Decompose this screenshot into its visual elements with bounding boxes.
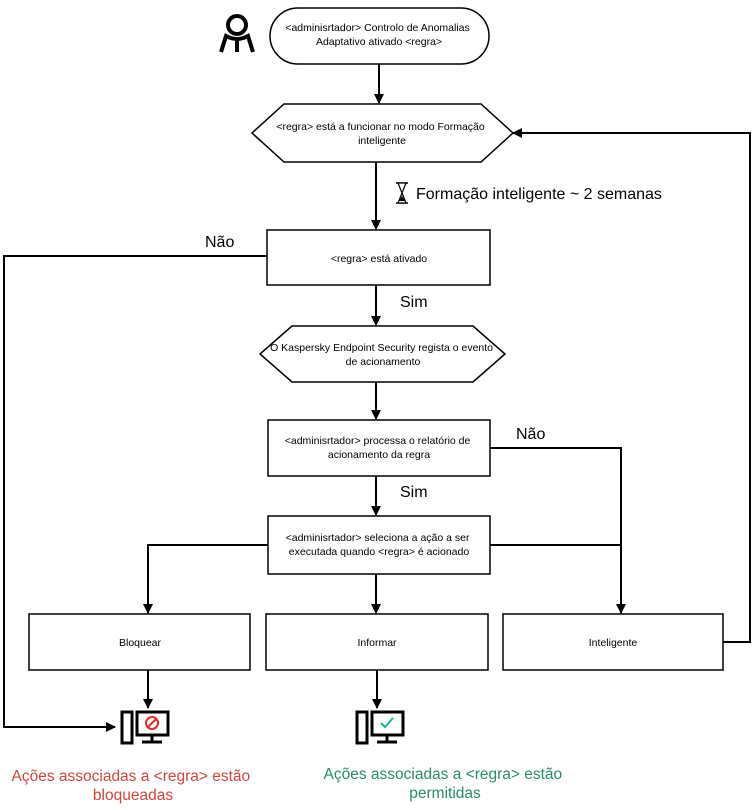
inform-node: Informar bbox=[265, 613, 489, 671]
start-node: <adminisrtador> Controlo de Anomalias Ad… bbox=[269, 7, 490, 65]
label-yes-enabled: Sim bbox=[400, 294, 428, 311]
label-no-report: Não bbox=[516, 426, 545, 443]
label-no-enabled: Não bbox=[205, 234, 234, 251]
allowed-result-line-1: Ações associadas a <regra> estão bbox=[324, 766, 563, 783]
hourglass-icon bbox=[396, 182, 408, 204]
arrow-smart-loop-back bbox=[512, 128, 751, 643]
svg-text:<regra> está a funcionar no mo: <regra> está a funcionar no modo Formaçã… bbox=[276, 121, 487, 147]
admin-report-line-1: <adminisrtador> processa o relatório de bbox=[285, 435, 471, 447]
kes-event-line-2: de acionamento bbox=[346, 356, 421, 368]
rule-enabled-label: <regra> está ativado bbox=[331, 253, 427, 265]
admin-select-line-2: executada quando <regra> é acionado bbox=[289, 546, 470, 558]
admin-select-line-1: <adminisrtador> seleciona a ação a ser bbox=[286, 532, 470, 544]
computer-prohibited-icon bbox=[120, 710, 170, 745]
smart-label: Inteligente bbox=[589, 637, 638, 649]
block-label: Bloquear bbox=[119, 637, 162, 649]
svg-text:<adminisrtador> processa o rel: <adminisrtador> processa o relatório de … bbox=[285, 435, 474, 461]
smart-mode-node: <regra> está a funcionar no modo Formaçã… bbox=[250, 103, 515, 163]
blocked-result-line-1: Ações associadas a <regra> estão bbox=[12, 768, 251, 785]
block-node: Bloquear bbox=[28, 613, 251, 671]
computer-allowed-icon bbox=[355, 710, 405, 745]
rule-enabled-node: <regra> está ativado bbox=[266, 229, 491, 286]
svg-text:O Kaspersky Endpoint Security: O Kaspersky Endpoint Security regista o … bbox=[270, 342, 496, 368]
inform-label: Informar bbox=[357, 637, 397, 649]
kes-event-node: O Kaspersky Endpoint Security regista o … bbox=[258, 325, 507, 383]
arrow-select-to-block bbox=[143, 544, 268, 614]
blocked-result-text: Ações associadas a <regra> estão bloquea… bbox=[12, 768, 255, 804]
kes-event-line-1: O Kaspersky Endpoint Security regista o … bbox=[270, 342, 493, 354]
admin-report-node: <adminisrtador> processa o relatório de … bbox=[267, 419, 491, 477]
start-node-line-1: <adminisrtador> Controlo de Anomalias bbox=[285, 22, 469, 34]
admin-select-node: <adminisrtador> seleciona a ação a ser e… bbox=[267, 515, 491, 575]
smart-node: Inteligente bbox=[502, 613, 724, 671]
smart-mode-line-1: <regra> está a funcionar no modo Formaçã… bbox=[276, 121, 485, 133]
allowed-result-line-2: permitidas bbox=[409, 785, 481, 802]
admin-report-line-2: acionamento da regra bbox=[328, 449, 430, 461]
allowed-result-text: Ações associadas a <regra> estão permiti… bbox=[324, 766, 567, 802]
svg-text:<adminisrtador> Controlo de An: <adminisrtador> Controlo de Anomalias Ad… bbox=[285, 22, 472, 48]
svg-text:<adminisrtador> seleciona a aç: <adminisrtador> seleciona a ação a ser e… bbox=[286, 532, 473, 558]
smart-mode-line-2: inteligente bbox=[358, 135, 406, 147]
blocked-result-line-2: bloqueadas bbox=[93, 787, 173, 804]
user-icon bbox=[219, 14, 255, 53]
arrow-no-to-smart bbox=[490, 447, 626, 614]
arrow-no-to-blocked bbox=[3, 255, 267, 732]
label-yes-report: Sim bbox=[400, 484, 428, 501]
start-node-line-2: Adaptativo ativado <regra> bbox=[316, 36, 442, 48]
training-label: Formação inteligente ~ 2 semanas bbox=[416, 186, 662, 203]
